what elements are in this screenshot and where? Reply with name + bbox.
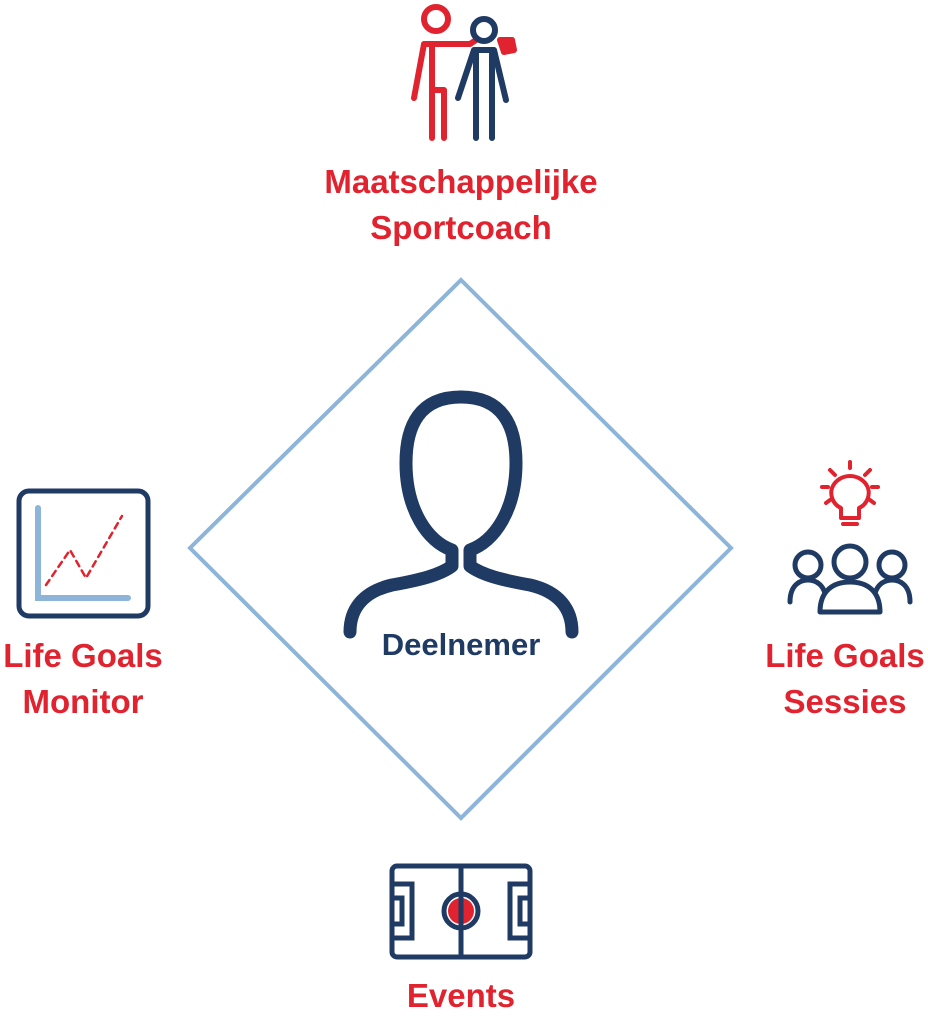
top-node-label: Maatschappelijke Sportcoach (256, 159, 666, 251)
left-node-line1: Life Goals (3, 637, 163, 674)
left-node-label: Life Goals Monitor (0, 633, 166, 725)
top-node-line1: Maatschappelijke (324, 163, 598, 200)
left-node-line2: Monitor (22, 683, 144, 720)
football-pitch-icon (389, 863, 533, 960)
coach-and-participant-icon (411, 4, 517, 141)
center-label-text: Deelnemer (381, 627, 541, 662)
bottom-node-label: Events (361, 973, 561, 1019)
diamond-frame (187, 277, 734, 821)
person-silhouette-icon (343, 390, 579, 639)
top-node-line2: Sportcoach (370, 209, 552, 246)
center-label: Deelnemer (361, 622, 561, 668)
group-lightbulb-icon (787, 460, 913, 615)
right-node-line2: Sessies (783, 683, 907, 720)
right-node-label: Life Goals Sessies (762, 633, 928, 725)
line-chart-icon (16, 488, 151, 619)
bottom-node-line1: Events (406, 977, 516, 1014)
right-node-line1: Life Goals (765, 637, 925, 674)
